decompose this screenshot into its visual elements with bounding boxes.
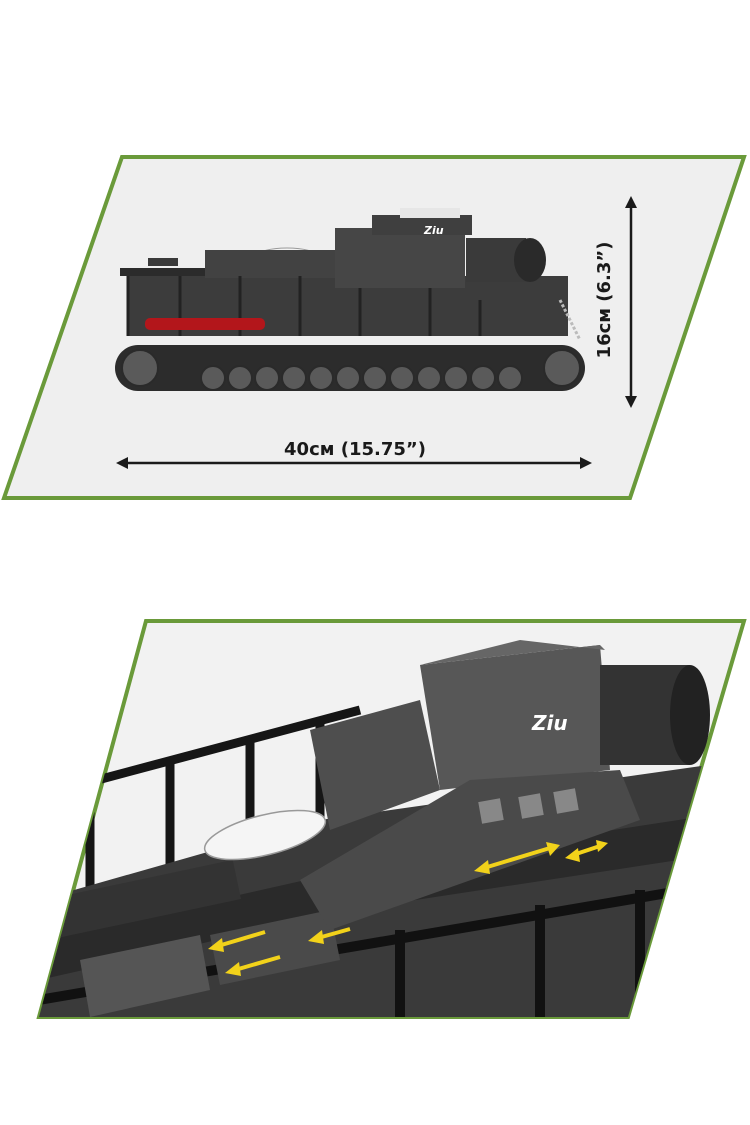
width-dimension-arrow: [116, 457, 592, 469]
dimensions-panel: Ziu: [1, 155, 747, 500]
width-label: 40см (15.75”): [284, 439, 426, 460]
slide-arrow: [308, 927, 351, 944]
closeup-panel: Ziu: [36, 619, 747, 1019]
height-dimension-arrow: [625, 196, 637, 408]
slide-arrow: [208, 930, 266, 952]
side-view-model: Ziu: [115, 208, 585, 391]
height-label: 16см (6.3”): [594, 242, 615, 359]
shell-white: [203, 809, 327, 861]
closeup-model: Ziu: [39, 640, 744, 1017]
movement-arrows: [208, 840, 608, 976]
model-marking: Ziu: [423, 224, 444, 237]
slide-arrow: [225, 955, 281, 976]
slide-arrow: [565, 840, 608, 862]
ammo-red: [145, 318, 265, 330]
model-marking: Ziu: [531, 711, 568, 735]
slide-arrow: [474, 842, 560, 874]
